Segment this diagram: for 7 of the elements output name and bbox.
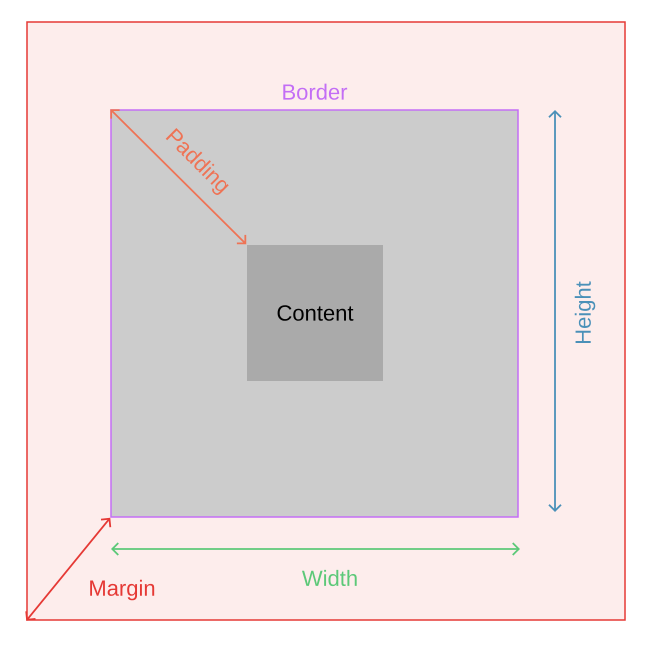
dimension-label: Height [574,281,596,343]
arrow [110,109,246,244]
content-box: Content [247,245,383,381]
node-label: Border [283,84,348,100]
arrow [25,518,112,621]
edge-label: Margin [90,580,154,600]
dimension-label: Width [302,570,357,586]
